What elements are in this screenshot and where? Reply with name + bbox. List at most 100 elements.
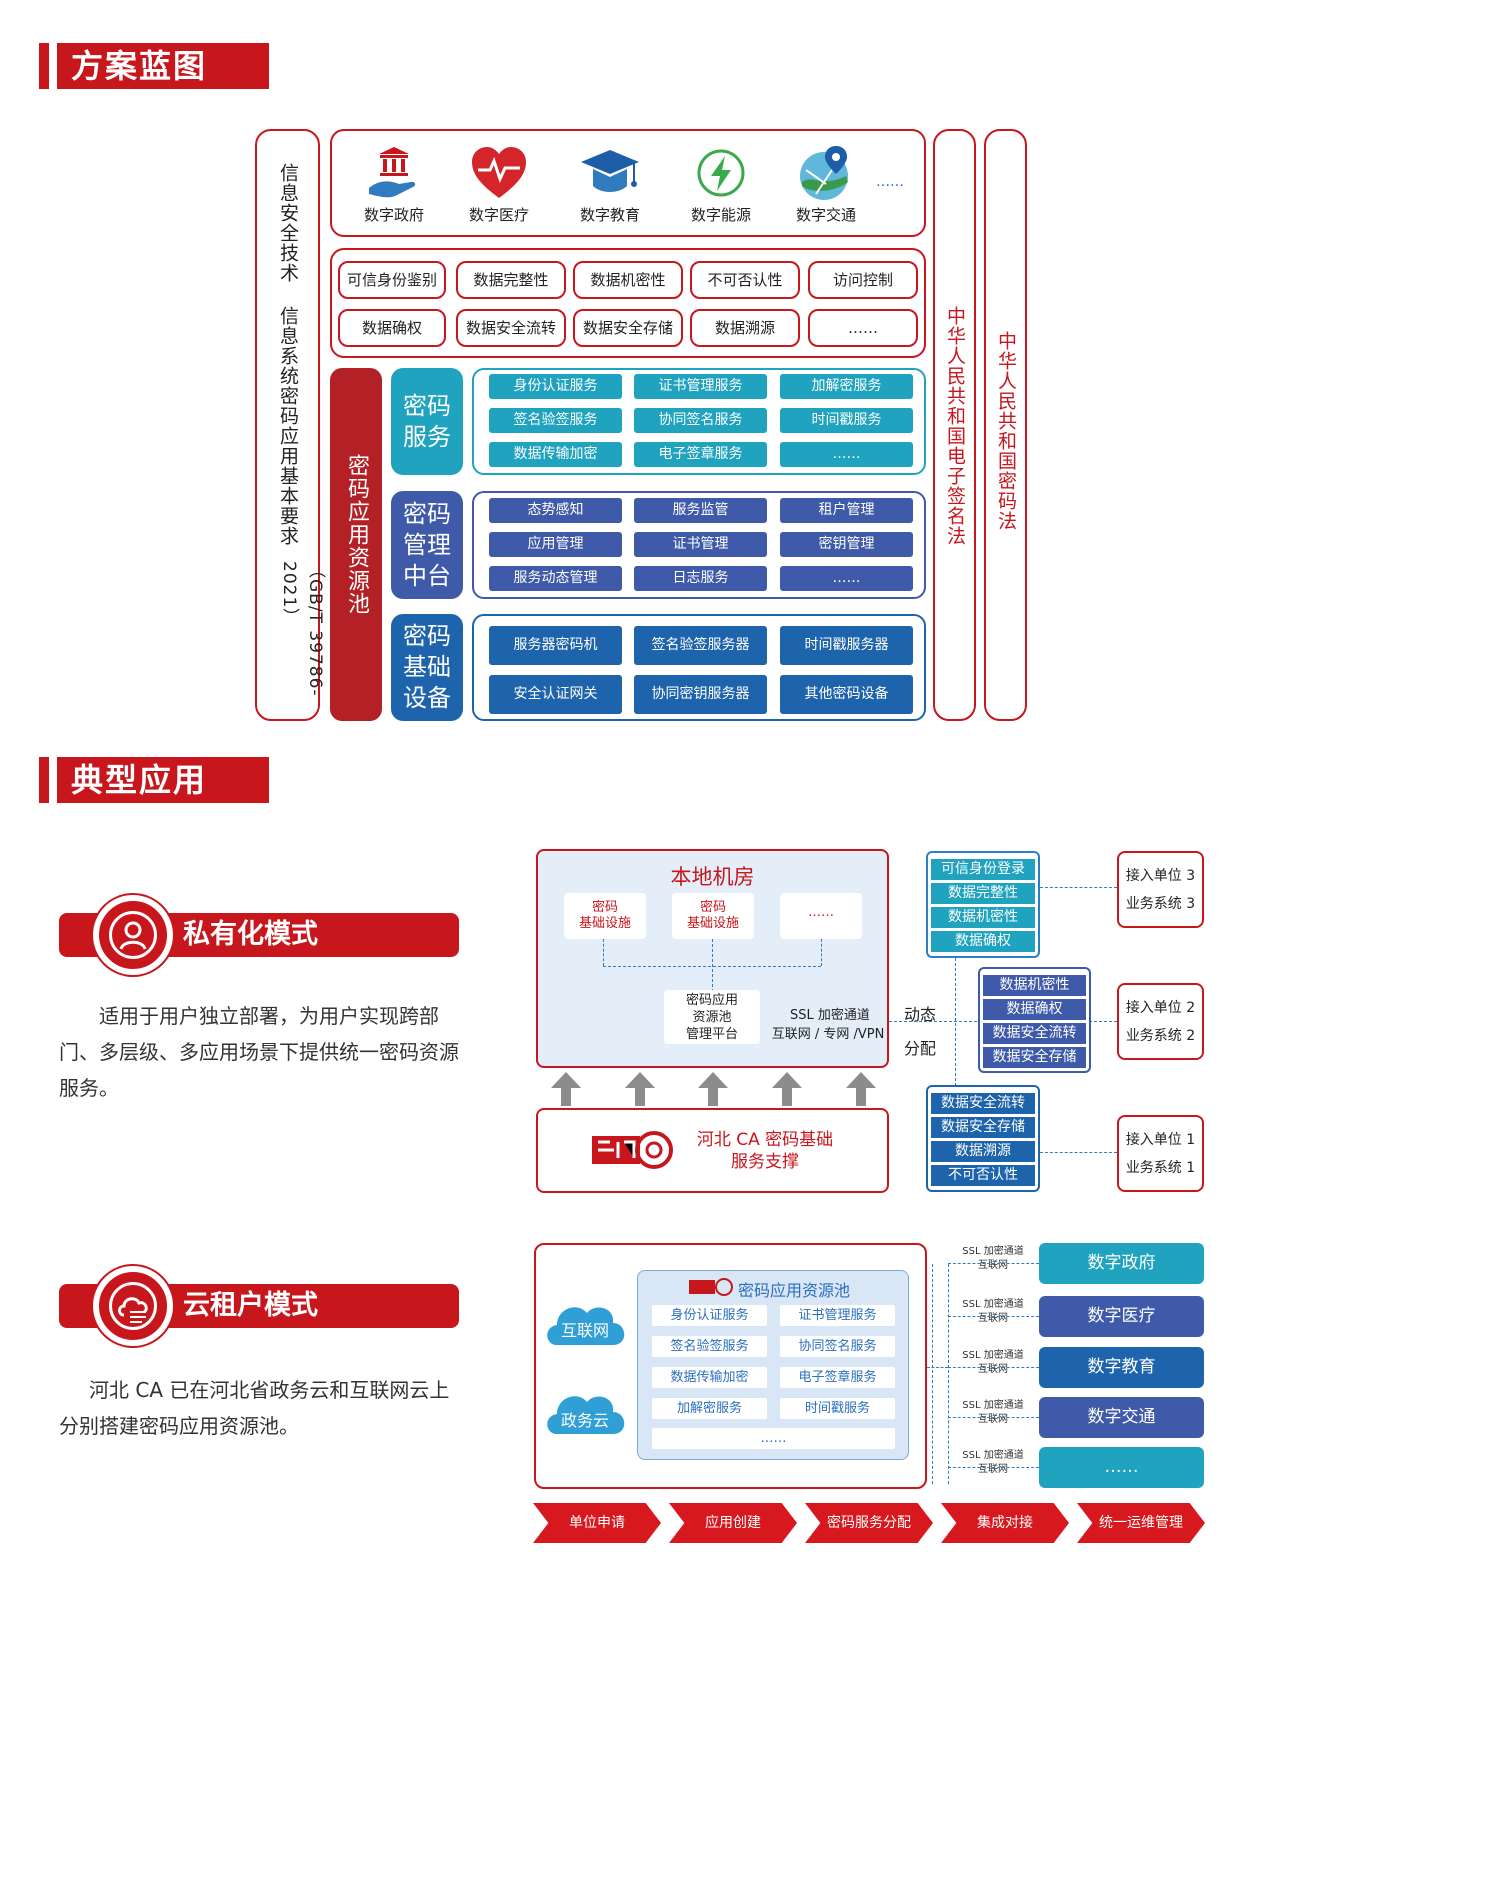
process-step: 密码服务分配 [805, 1503, 933, 1543]
up-arrow-icon [625, 1072, 655, 1106]
cloud-service-item: 身份认证服务 [652, 1305, 767, 1326]
ssl-channel-label: SSL 加密通道互联网 [962, 1400, 1024, 1425]
mgmt-item: …… [780, 566, 913, 591]
destination-0: 数字政府 [1039, 1243, 1204, 1284]
security-item: …… [808, 309, 918, 347]
standard-name: 信息安全技术 信息系统密码应用基本要求 [277, 163, 299, 546]
security-item: 数据安全存储 [573, 309, 683, 347]
process-step: 统一运维管理 [1077, 1503, 1205, 1543]
access-unit-1: 接入单位 1 业务系统 1 [1117, 1115, 1204, 1192]
process-step: 应用创建 [669, 1503, 797, 1543]
device-item: 时间戳服务器 [780, 626, 913, 665]
service-item: 证书管理服务 [634, 374, 767, 399]
security-item: 不可否认性 [690, 261, 800, 299]
section-title-blueprint: 方案蓝图 [39, 43, 269, 89]
device-item: 安全认证网关 [489, 675, 622, 714]
app-digital-government: 数字政府 [349, 142, 439, 225]
cloud-service-item: 时间戳服务 [780, 1398, 895, 1419]
access-unit-2: 接入单位 2 业务系统 2 [1117, 983, 1204, 1060]
map-pin-icon [781, 142, 871, 204]
infra-more: …… [780, 893, 862, 939]
support-text: 河北 CA 密码基础 服务支撑 [696, 1130, 834, 1172]
energy-bolt-icon [676, 142, 766, 204]
dynamic-allocation-label: 动态 分配 [903, 1005, 936, 1058]
app-digital-transport: 数字交通 [781, 142, 871, 225]
service-group-label: 密码服务 [391, 368, 463, 475]
section-title-typical: 典型应用 [39, 757, 269, 803]
cloud-service-item: 证书管理服务 [780, 1305, 895, 1326]
up-arrow-icon [698, 1072, 728, 1106]
security-item: 数据完整性 [456, 261, 566, 299]
hebei-ca-logo-small [688, 1276, 734, 1298]
security-item: 访问控制 [808, 261, 918, 299]
destination-4: …… [1039, 1447, 1204, 1488]
device-item: 协同密钥服务器 [634, 675, 767, 714]
graduation-cap-icon [565, 142, 655, 204]
apps-more: …… [876, 174, 904, 190]
infra-box: 密码 基础设施 [672, 893, 754, 939]
up-arrow-icon [772, 1072, 802, 1106]
cloud-mode-description: 河北 CA 已在河北省政务云和互联网云上分别搭建密码应用资源池。 [59, 1378, 450, 1438]
mgmt-item: 日志服务 [634, 566, 767, 591]
mgmt-item: 服务监管 [634, 498, 767, 523]
tag-group: 数据机密性 数据确权 数据安全流转 数据安全存储 [978, 967, 1091, 1073]
mgmt-item: 服务动态管理 [489, 566, 622, 591]
ssl-channel-label: SSL 加密通道互联网 [962, 1350, 1024, 1375]
destination-1: 数字医疗 [1039, 1296, 1204, 1337]
process-step: 单位申请 [533, 1503, 661, 1543]
infra-box: 密码 基础设施 [564, 893, 646, 939]
e-signature-law-column: 中华人民共和国电子签名法 [933, 129, 976, 721]
app-digital-energy: 数字能源 [676, 142, 766, 225]
cloud-service-item: 签名验签服务 [652, 1336, 767, 1357]
service-item: 协同签名服务 [634, 408, 767, 433]
cloud-icon [93, 1266, 173, 1346]
mgmt-group-label: 密码管理中台 [391, 491, 463, 599]
service-item: …… [780, 442, 913, 467]
standard-column: 信息安全技术 信息系统密码应用基本要求 （GB/T 39786-2021） [255, 129, 325, 721]
up-arrow-icon [551, 1072, 581, 1106]
ssl-channel-label: SSL 加密通道 [790, 1008, 870, 1023]
private-mode-description: 适用于用户独立部署，为用户实现跨部门、多层级、多应用场景下提供统一密码资源服务。 [59, 1004, 459, 1100]
security-item: 可信身份鉴别 [338, 261, 446, 299]
heartbeat-icon [454, 142, 544, 204]
app-digital-medical: 数字医疗 [454, 142, 544, 225]
device-item: 服务器密码机 [489, 626, 622, 665]
app-digital-education: 数字教育 [565, 142, 655, 225]
service-item: 签名验签服务 [489, 408, 622, 433]
network-label: 互联网 / 专网 /VPN [771, 1027, 885, 1042]
cloud-service-item: 协同签名服务 [780, 1336, 895, 1357]
security-item: 数据溯源 [690, 309, 800, 347]
mgmt-item: 应用管理 [489, 532, 622, 557]
security-item: 数据机密性 [573, 261, 683, 299]
service-item: 数据传输加密 [489, 442, 622, 467]
internet-cloud: 互联网 [543, 1297, 627, 1347]
cloud-pool-title: 密码应用资源池 [738, 1281, 851, 1300]
tag-group: 数据安全流转 数据安全存储 数据溯源 不可否认性 [926, 1085, 1040, 1192]
ssl-channel-label: SSL 加密通道互联网 [962, 1246, 1024, 1271]
standard-code: （GB/T 39786-2021） [279, 561, 325, 697]
cloud-service-item: 加解密服务 [652, 1398, 767, 1419]
mgmt-item: 态势感知 [489, 498, 622, 523]
hebei-ca-logo [590, 1128, 674, 1172]
up-arrow-icon [846, 1072, 876, 1106]
security-item: 数据确权 [338, 309, 446, 347]
crypto-law: 中华人民共和国密码法 [995, 331, 1017, 531]
resource-pool-label: 密码应用资源池 [330, 368, 382, 721]
device-group-label: 密码基础设备 [391, 614, 463, 721]
local-room-title: 本地机房 [670, 865, 755, 889]
tag-group: 可信身份登录 数据完整性 数据机密性 数据确权 [926, 851, 1040, 958]
user-icon [93, 895, 173, 975]
mgmt-item: 租户管理 [780, 498, 913, 523]
ssl-channel-label: SSL 加密通道互联网 [962, 1299, 1024, 1324]
mgmt-item: 密钥管理 [780, 532, 913, 557]
service-item: 身份认证服务 [489, 374, 622, 399]
service-item: 时间戳服务 [780, 408, 913, 433]
mgmt-item: 证书管理 [634, 532, 767, 557]
destination-3: 数字交通 [1039, 1397, 1204, 1438]
cloud-service-item: 数据传输加密 [652, 1367, 767, 1388]
destination-2: 数字教育 [1039, 1347, 1204, 1388]
cloud-service-more: …… [652, 1428, 895, 1449]
management-platform: 密码应用 资源池 管理平台 [664, 990, 760, 1044]
process-step: 集成对接 [941, 1503, 1069, 1543]
gov-cloud: 政务云 [543, 1386, 627, 1436]
